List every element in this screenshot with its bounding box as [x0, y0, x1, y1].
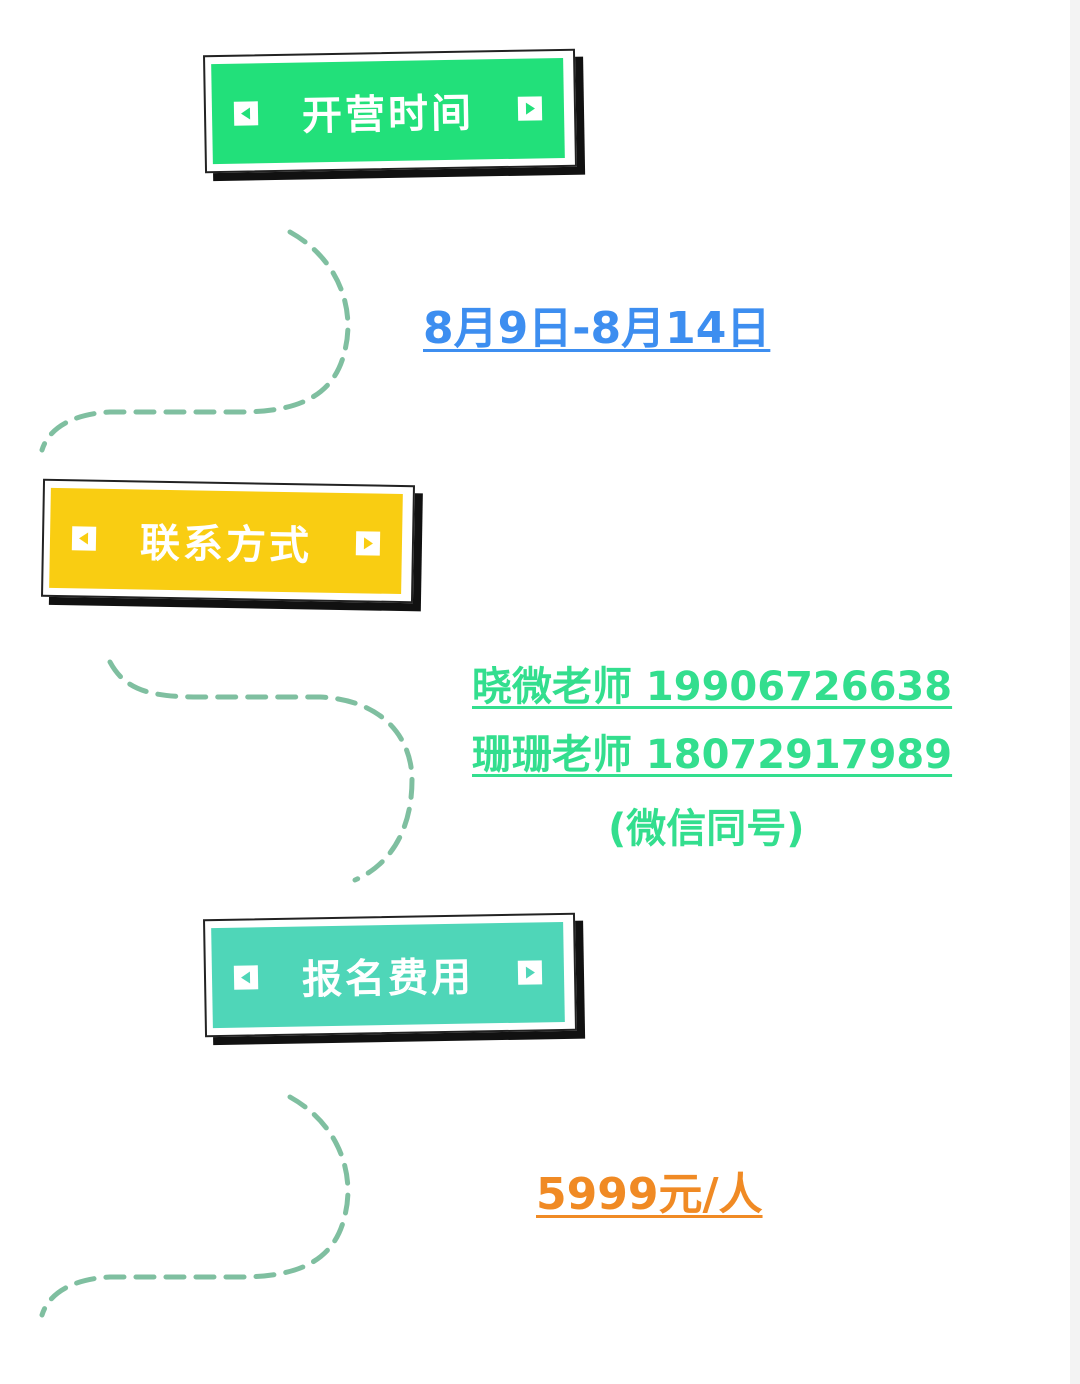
- opening-dates: 8月9日-8月14日: [423, 303, 771, 354]
- left-arrow-icon: [233, 965, 259, 990]
- banner-fee: 报名费用: [202, 912, 586, 1046]
- right-arrow-icon: [517, 960, 543, 985]
- wechat-note: (微信同号): [608, 806, 805, 852]
- banner-opening-time: 开营时间: [202, 48, 586, 182]
- banner-title: 开营时间: [301, 90, 475, 140]
- contact-xiaowei: 晓微老师 19906726638: [472, 664, 953, 710]
- dashed-curve-3: [39, 1094, 351, 1318]
- banner-title: 联系方式: [139, 520, 313, 570]
- banner-contact: 联系方式: [40, 478, 423, 612]
- left-arrow-icon: [71, 526, 97, 551]
- banner-title: 报名费用: [301, 954, 475, 1004]
- fee-amount: 5999元/人: [536, 1169, 763, 1220]
- right-arrow-icon: [355, 531, 381, 556]
- left-arrow-icon: [233, 101, 259, 126]
- dashed-curve-2: [107, 659, 415, 883]
- right-arrow-icon: [517, 96, 543, 121]
- contact-shanshan: 珊珊老师 18072917989: [472, 732, 953, 778]
- page-edge: [1070, 0, 1080, 1384]
- dashed-curve-1: [39, 229, 351, 453]
